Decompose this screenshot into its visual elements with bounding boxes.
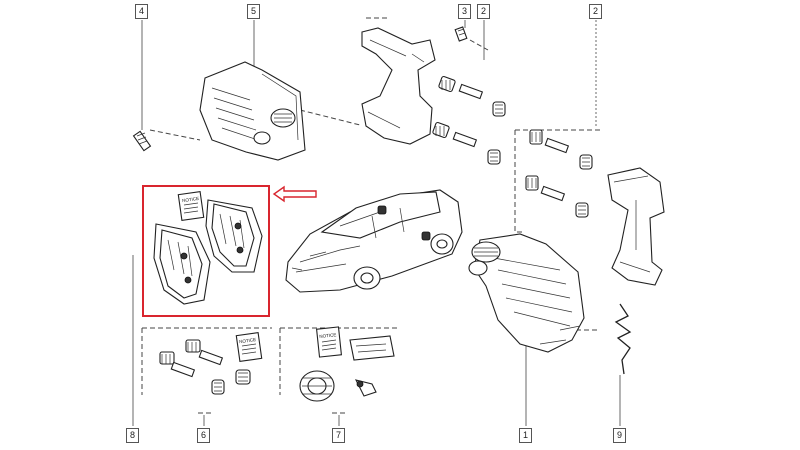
dash-bolt-3 bbox=[469, 39, 489, 51]
caliper-bracket-top-2 bbox=[361, 27, 436, 145]
callout-7: 7 bbox=[332, 428, 345, 443]
brake-caliper-5 bbox=[199, 61, 306, 161]
accessory-kit-7: NOTICE bbox=[299, 326, 395, 402]
brake-pads-highlight-box bbox=[142, 185, 270, 317]
brake-caliper-1 bbox=[468, 233, 585, 353]
callout-2-top: 2 bbox=[477, 4, 490, 19]
highlight-arrow bbox=[272, 185, 317, 203]
anti-rattle-spring-9 bbox=[614, 303, 632, 375]
brake-pads-set bbox=[153, 199, 263, 305]
guide-pins-top bbox=[432, 75, 506, 165]
callout-4: 4 bbox=[135, 4, 148, 19]
callout-5: 5 bbox=[247, 4, 260, 19]
leaflet-text: NOTICE bbox=[319, 332, 336, 339]
car-illustration bbox=[285, 189, 463, 293]
callout-8: 8 bbox=[126, 428, 139, 443]
callout-1: 1 bbox=[519, 428, 532, 443]
dash-group-6 bbox=[141, 327, 272, 395]
notice-leaflet-pads: NOTICE bbox=[177, 190, 205, 222]
guide-pin-kit-6: NOTICE bbox=[159, 331, 263, 395]
dash-caliper-5 bbox=[299, 109, 361, 126]
guide-pins-right bbox=[525, 129, 593, 218]
caliper-bracket-right-2 bbox=[607, 167, 665, 286]
callout-6: 6 bbox=[197, 428, 210, 443]
dash-group-7 bbox=[279, 327, 400, 395]
caliper-bolt-4 bbox=[132, 130, 152, 152]
leaflet-text: NOTICE bbox=[239, 337, 257, 344]
callout-2-right: 2 bbox=[589, 4, 602, 19]
callout-3: 3 bbox=[458, 4, 471, 19]
callout-9: 9 bbox=[613, 428, 626, 443]
bracket-bolt-3 bbox=[454, 26, 468, 42]
dash-right-group-left bbox=[514, 130, 522, 233]
leaflet-text: NOTICE bbox=[182, 196, 200, 203]
